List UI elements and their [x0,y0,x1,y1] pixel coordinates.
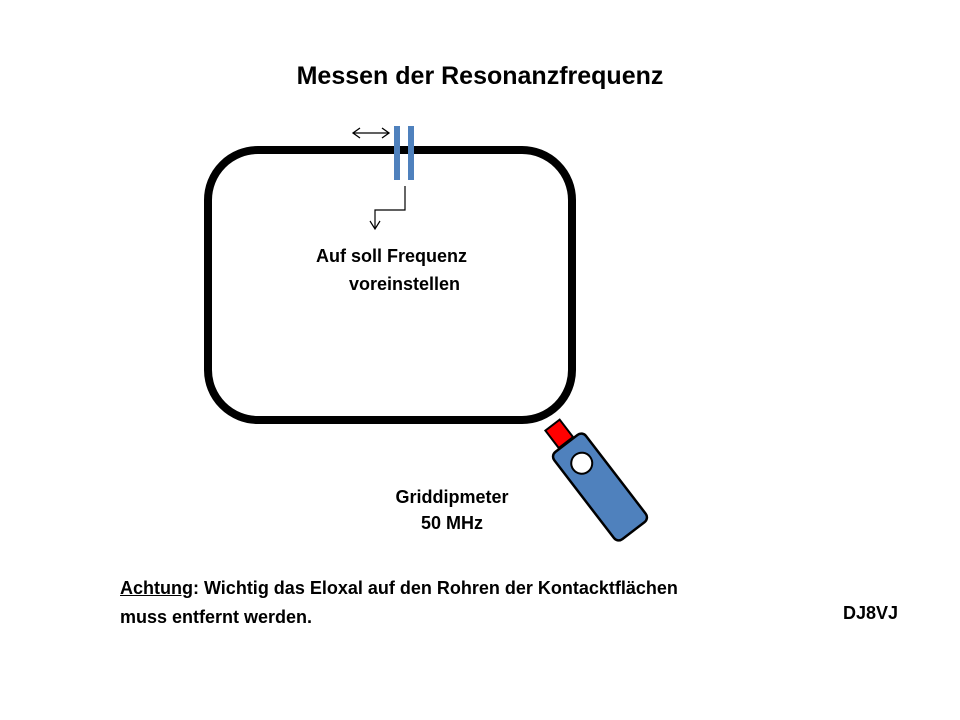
warning-label: Achtung [120,578,193,598]
warning-line-1: : Wichtig das Eloxal auf den Rohren der … [192,578,678,598]
leader-arrow-icon [369,186,406,231]
capacitor-plate-left [394,126,400,180]
double-arrow-icon [351,127,391,139]
hint-line-2: voreinstellen [349,274,461,294]
warning-note: Achtung: Wichtig das Eloxal auf den Rohr… [120,574,678,632]
meter-body [551,432,649,542]
dial-icon [570,451,594,475]
hint-line-1: Auf soll Frequenz [316,246,468,266]
meter-label: Griddipmeter 50 MHz [384,484,520,536]
capacitor-plate-right [408,126,414,180]
loop-antenna [204,146,576,424]
meter-frequency: 50 MHz [420,513,483,533]
author-callsign: DJ8VJ [843,603,899,623]
tuning-hint: Auf soll Frequenz voreinstellen [316,242,467,298]
warning-line-2: muss entfernt werden. [120,607,313,627]
griddipmeter [543,418,649,542]
page-title: Messen der Resonanzfrequenz [296,62,664,90]
meter-name: Griddipmeter [395,487,509,507]
